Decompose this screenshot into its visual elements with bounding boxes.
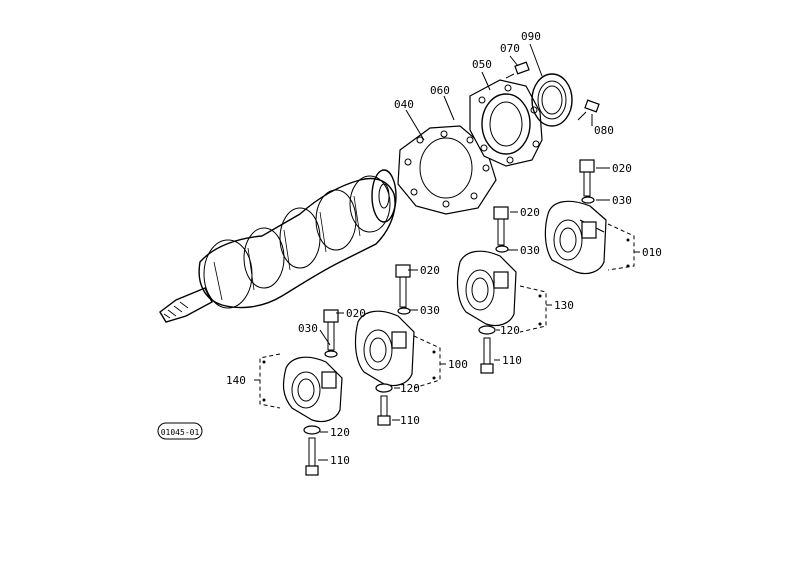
label-070: 070 [500,42,520,55]
label-140: 140 [226,374,246,387]
bolt-020-b [493,206,509,253]
bearing-case-100 [354,310,415,387]
label-130: 130 [554,299,574,312]
label-120-d: 120 [330,426,350,439]
diagram-code: 01045-01 [161,428,200,437]
leader-lines [318,43,610,461]
reference-dots [262,238,630,402]
brackets [254,223,640,409]
label-030-b: 030 [520,244,540,257]
label-110-b: 110 [502,354,522,367]
label-100: 100 [448,358,468,371]
bolt-020-a [579,159,595,204]
bolt-080 [577,99,600,121]
label-030-c: 030 [420,304,440,317]
oil-seal-090 [531,73,573,127]
label-050: 050 [472,58,492,71]
bolt-020-d [323,309,339,358]
label-080: 080 [594,124,614,137]
label-120-b: 120 [500,324,520,337]
diagram-code-badge: 01045-01 [157,422,203,440]
bolt-110-b [478,325,496,374]
label-010: 010 [642,246,662,259]
bearing-case-010 [544,200,607,275]
part-labels: 040 060 050 070 090 080 020 030 010 020 … [226,30,662,467]
gasket-040 [397,125,497,215]
bearing-case-140 [282,356,343,423]
label-110-c: 110 [400,414,420,427]
label-030-d: 030 [298,322,318,335]
label-060: 060 [430,84,450,97]
label-020-a: 020 [612,162,632,175]
bolt-020-c [395,264,411,315]
washer-120-d [303,425,321,435]
housing-050 [469,79,543,167]
bolt-070 [505,61,530,79]
label-090: 090 [521,30,541,43]
bolt-110-c [375,383,393,426]
label-030-a: 030 [612,194,632,207]
label-020-d: 020 [346,307,366,320]
crankshaft [159,169,397,323]
label-020-c: 020 [420,264,440,277]
bearing-case-130 [456,250,517,327]
label-120-c: 120 [400,382,420,395]
bolt-110-d [305,437,319,476]
label-110-d: 110 [330,454,350,467]
label-020-b: 020 [520,206,540,219]
label-040: 040 [394,98,414,111]
